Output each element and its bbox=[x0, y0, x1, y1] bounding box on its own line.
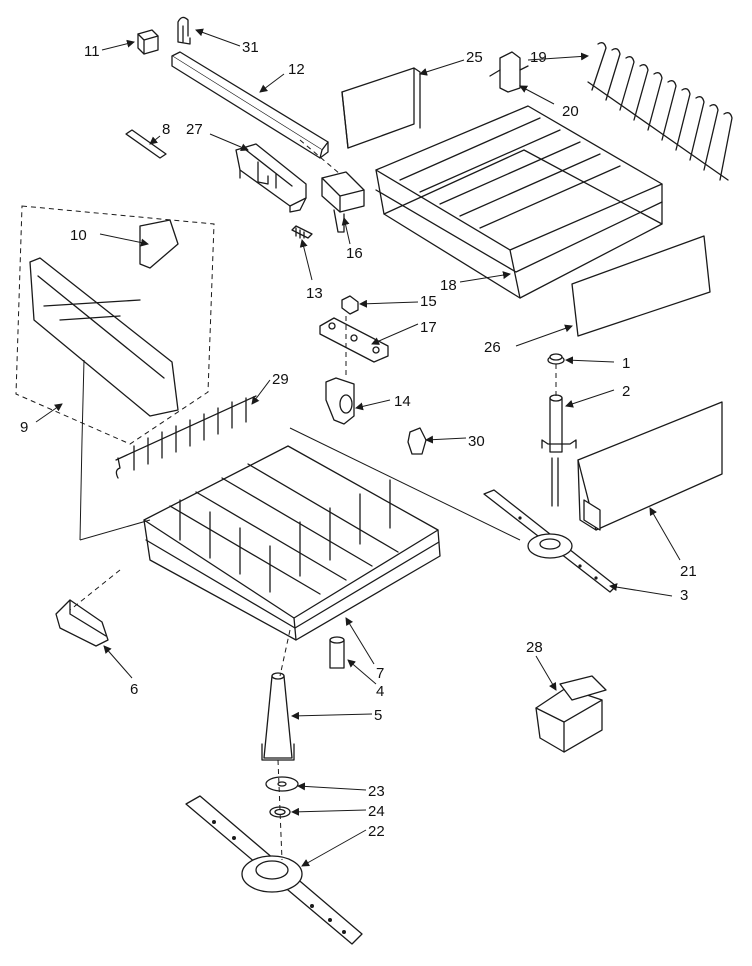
callout-16: 16 bbox=[346, 245, 363, 262]
callout-21: 21 bbox=[680, 563, 697, 580]
part-14-clip bbox=[325, 377, 355, 425]
part-26-rack-panel bbox=[571, 235, 711, 337]
part-5-lower-spray-tube bbox=[261, 672, 295, 761]
part-8-strip bbox=[125, 129, 167, 159]
callout-25: 25 bbox=[466, 49, 483, 66]
callout-3: 3 bbox=[680, 587, 688, 604]
part-3-upper-spray-arm bbox=[483, 457, 617, 593]
part-27-adjuster bbox=[235, 143, 307, 213]
part-11-end-cap bbox=[137, 29, 159, 55]
callout-10: 10 bbox=[70, 227, 87, 244]
part-9-cutlery-basket-group bbox=[15, 205, 215, 445]
callout-26: 26 bbox=[484, 339, 501, 356]
part-7-lower-rack bbox=[143, 445, 441, 641]
callout-13: 13 bbox=[306, 285, 323, 302]
callout-11: 11 bbox=[84, 43, 100, 60]
callout-29: 29 bbox=[272, 371, 289, 388]
part-30-clip bbox=[407, 427, 427, 455]
part-20-clip bbox=[489, 51, 529, 93]
part-15-pin bbox=[341, 295, 359, 315]
alignment-lines bbox=[69, 139, 557, 861]
leader-lines bbox=[35, 28, 681, 867]
part-22-lower-spray-arm bbox=[185, 795, 363, 945]
part-2-spray-tube bbox=[541, 394, 577, 453]
callout-23: 23 bbox=[368, 783, 385, 800]
part-17-bar-bracket bbox=[319, 317, 389, 363]
callout-9: 9 bbox=[20, 419, 28, 436]
part-28-small-basket bbox=[535, 675, 607, 753]
callout-12: 12 bbox=[288, 61, 305, 78]
callout-1: 1 bbox=[622, 355, 630, 372]
callout-8: 8 bbox=[162, 121, 170, 138]
part-1-ring bbox=[547, 353, 565, 365]
callout-17: 17 bbox=[420, 319, 437, 336]
part-31-clip bbox=[177, 16, 191, 45]
part-6-bracket bbox=[55, 599, 109, 647]
callout-30: 30 bbox=[468, 433, 485, 450]
part-4-spacer bbox=[329, 636, 345, 669]
callout-27: 27 bbox=[186, 121, 203, 138]
callout-20: 20 bbox=[562, 103, 579, 120]
callout-4: 4 bbox=[376, 683, 384, 700]
callout-2: 2 bbox=[622, 383, 630, 400]
part-16-bracket bbox=[321, 171, 365, 233]
part-21-basket bbox=[577, 401, 723, 531]
part-12-track-rail bbox=[171, 51, 329, 159]
part-18-upper-rack bbox=[375, 105, 663, 299]
callout-24: 24 bbox=[368, 803, 385, 820]
callout-labels: 11 31 12 8 27 16 13 25 19 20 10 9 29 15 … bbox=[20, 39, 697, 840]
callout-22: 22 bbox=[368, 823, 385, 840]
part-23-washer bbox=[265, 776, 299, 792]
callout-28: 28 bbox=[526, 639, 543, 656]
part-29-tine-strip bbox=[115, 395, 257, 479]
part-10-basket-lid bbox=[139, 219, 179, 269]
callout-15: 15 bbox=[420, 293, 437, 310]
part-13-screw bbox=[291, 225, 313, 239]
callout-6: 6 bbox=[130, 681, 138, 698]
callout-7: 7 bbox=[376, 665, 384, 682]
callout-5: 5 bbox=[374, 707, 382, 724]
part-19-tine-row bbox=[587, 42, 733, 181]
part-25-side-rack bbox=[341, 67, 421, 149]
callout-19: 19 bbox=[530, 49, 547, 66]
callout-14: 14 bbox=[394, 393, 411, 410]
callout-18: 18 bbox=[440, 277, 457, 294]
callout-31: 31 bbox=[242, 39, 259, 56]
